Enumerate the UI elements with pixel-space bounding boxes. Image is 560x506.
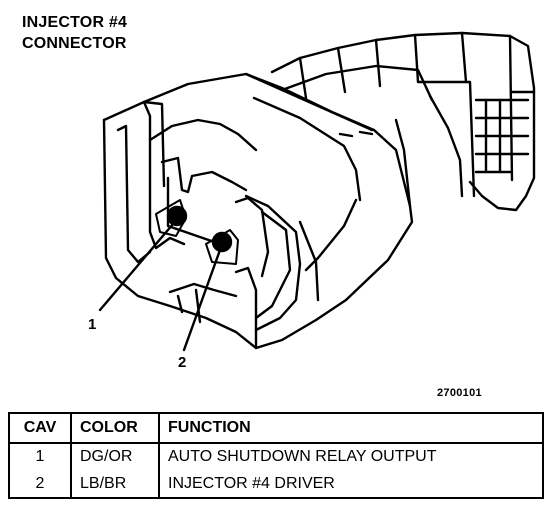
table-header-row: CAV COLOR FUNCTION [8, 413, 544, 444]
diagram-title: INJECTOR #4 CONNECTOR [22, 12, 127, 54]
injector-body [270, 31, 536, 212]
figure-reference: 2700101 [437, 387, 482, 399]
callout-1: 1 [88, 316, 97, 333]
leader-line-2 [182, 248, 222, 352]
connector-housing [142, 72, 414, 350]
cell-function: AUTO SHUTDOWN RELAY OUTPUT [158, 443, 544, 471]
cell-color: LB/BR [70, 470, 160, 498]
header-function: FUNCTION [158, 413, 544, 444]
pin-function-table: CAV COLOR FUNCTION 1 DG/OR AUTO SHUTDOWN… [8, 412, 544, 499]
cell-function: INJECTOR #4 DRIVER [158, 470, 544, 498]
leader-line-1 [98, 222, 175, 312]
cell-cav: 1 [8, 443, 72, 471]
terminal-pin-2 [211, 231, 233, 253]
title-line-1: INJECTOR #4 [22, 14, 128, 31]
header-color: COLOR [70, 413, 160, 444]
table-row: 2 LB/BR INJECTOR #4 DRIVER [8, 470, 544, 498]
cell-cav: 2 [8, 470, 72, 498]
table-row: 1 DG/OR AUTO SHUTDOWN RELAY OUTPUT [8, 443, 544, 471]
locking-latch [102, 100, 302, 350]
title-line-2: CONNECTOR [22, 35, 127, 52]
terminal-pin-1 [166, 205, 188, 227]
header-cav: CAV [8, 413, 72, 444]
cell-color: DG/OR [70, 443, 160, 471]
callout-2: 2 [178, 354, 187, 371]
